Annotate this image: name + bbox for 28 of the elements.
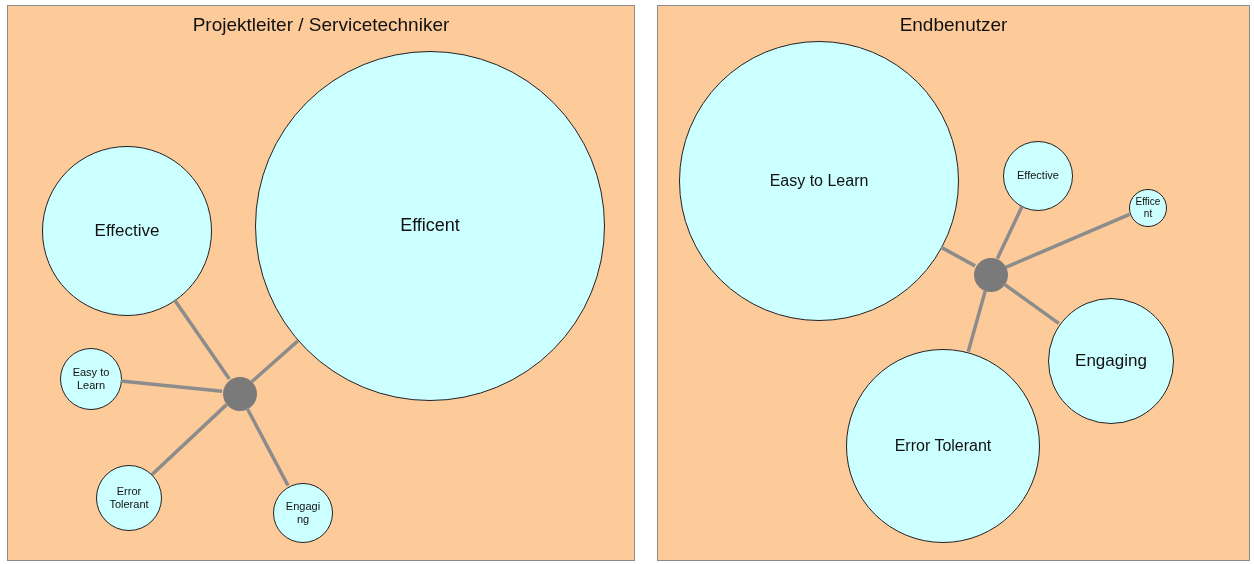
bubble-label: Efficent [399, 215, 461, 237]
panel [7, 5, 635, 561]
connector-line [1004, 212, 1131, 269]
panel [657, 5, 1250, 561]
bubble-label: Easy to Learn [71, 365, 111, 393]
panel-title: Endbenutzer [898, 14, 1009, 36]
connector-line [120, 379, 223, 394]
bubble-circle [273, 483, 333, 543]
connector-line [995, 205, 1024, 260]
connector-line [250, 339, 300, 384]
panel-title: Projektleiter / Servicetechniker [191, 14, 451, 36]
bubble-label: Easy to Learn [768, 171, 870, 191]
hub-circle [974, 258, 1008, 292]
bubble-label: Effective [1016, 169, 1060, 183]
bubble-label: Error Tolerant [893, 436, 993, 456]
bubble-label: Engaging [1074, 350, 1148, 372]
bubble-label: Effective [93, 220, 161, 242]
bubble-label: Efficent [1135, 196, 1161, 220]
hub-circle [223, 377, 257, 411]
bubble-label: Engaging [284, 499, 322, 527]
connector-line [173, 298, 231, 381]
connector-line [150, 403, 228, 476]
bubble-label: Error Tolerant [108, 484, 150, 512]
connector-line [1002, 282, 1060, 325]
bubble-circle [1129, 189, 1167, 227]
connector-line [245, 407, 290, 487]
connector-line [966, 289, 988, 353]
connector-line [940, 245, 976, 268]
